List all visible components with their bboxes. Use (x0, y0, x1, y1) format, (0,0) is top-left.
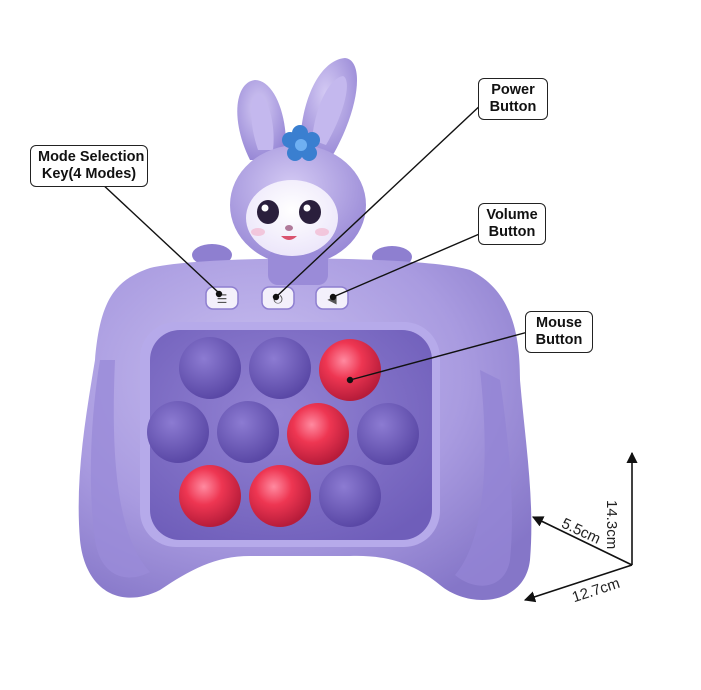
bubble-lit[interactable] (287, 403, 349, 465)
callout-line: Mode Selection (38, 149, 145, 165)
right-grip (455, 370, 512, 586)
volume-leader-dot (329, 293, 337, 301)
flower-icon (282, 125, 320, 161)
bunny-neck (268, 250, 328, 285)
callout-line: Power (491, 82, 535, 98)
bunny-mouth (281, 236, 297, 240)
bubble[interactable] (249, 337, 311, 399)
bubble[interactable] (319, 465, 381, 527)
bunny-right-ear-inner (312, 76, 347, 145)
height-label: 14.3cm (603, 500, 620, 550)
callout-line: Mouse (536, 315, 582, 331)
bubble-lit[interactable] (179, 465, 241, 527)
mode-key[interactable] (205, 286, 239, 310)
left-grip (90, 360, 150, 578)
leader-lines (99, 101, 529, 384)
callout-line: Button (489, 99, 537, 115)
mouse-leader (349, 331, 529, 381)
callout-line: Volume (486, 207, 538, 223)
dimension-arrows (523, 451, 638, 603)
bubble-grid (147, 337, 419, 527)
callout-line: Button (535, 332, 583, 348)
bunny-left-ear-inner (251, 94, 274, 150)
mode-leader (99, 181, 220, 294)
power-leader (275, 101, 485, 298)
power-leader-dot (272, 293, 280, 301)
callout-line: Button (488, 224, 536, 240)
bubble-lit[interactable] (249, 465, 311, 527)
bubble[interactable] (217, 401, 279, 463)
bunny-head (230, 58, 366, 285)
bunny-right-eye (299, 200, 321, 224)
mode-icon: ☰ (217, 292, 228, 306)
eye-shine (303, 204, 311, 212)
width-arrow (523, 564, 633, 603)
bubble-lit[interactable] (319, 339, 381, 401)
bunny-left-eye (257, 200, 279, 224)
power-button-callout: Power Button (478, 78, 548, 120)
volume-button-callout: Volume Button (478, 203, 546, 245)
callout-line: Key(4 Modes) (41, 166, 137, 182)
mouse-leader-dot (346, 376, 354, 384)
volume-leader (332, 231, 485, 298)
mouse-button-callout: Mouse Button (525, 311, 593, 353)
bunny-face (246, 180, 338, 256)
bunny-nose (285, 225, 293, 231)
bubble[interactable] (357, 403, 419, 465)
mode-selection-callout: Mode Selection Key(4 Modes) (30, 145, 148, 187)
depth-arrow (531, 516, 633, 566)
eye-shine (261, 204, 269, 212)
bubble[interactable] (147, 401, 209, 463)
mode-leader-dot (215, 290, 223, 298)
control-buttons: ☰ ⏻ ◀ (205, 286, 349, 310)
bunny-cheek (315, 228, 329, 236)
bunny-cheek (251, 228, 265, 236)
bubble[interactable] (179, 337, 241, 399)
